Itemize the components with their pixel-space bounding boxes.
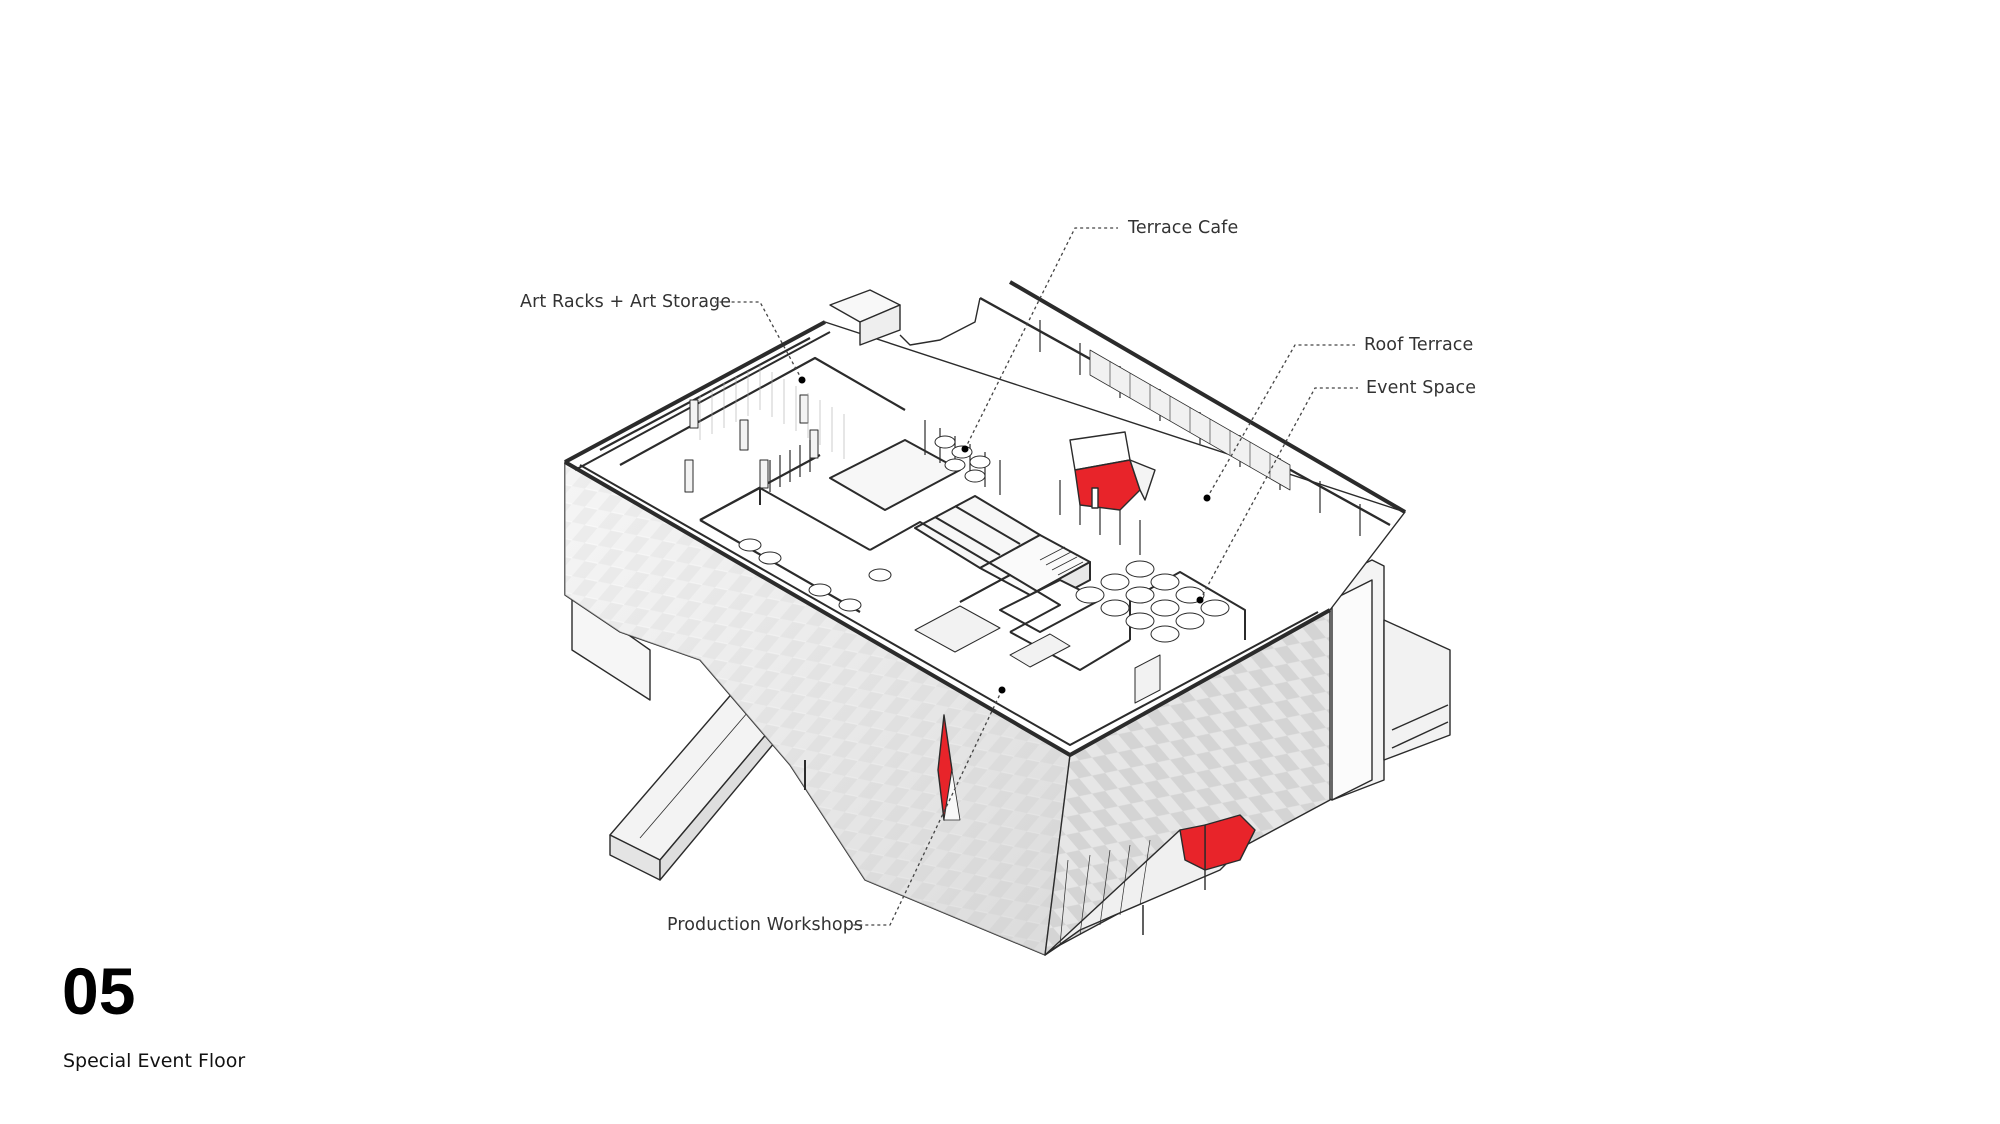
- callout-terrace-cafe: Terrace Cafe: [1128, 218, 1239, 238]
- building-axonometric: [563, 280, 1451, 956]
- callout-roof-terrace: Roof Terrace: [1364, 335, 1474, 355]
- callout-production-workshops: Production Workshops: [667, 915, 864, 935]
- leader-lines: [715, 227, 1358, 926]
- callout-event-space: Event Space: [1366, 378, 1477, 398]
- red-entrance-canopy: [1179, 814, 1256, 890]
- floor-name: Special Event Floor: [63, 1050, 246, 1072]
- red-sculpture-roof: [1069, 431, 1156, 511]
- production-workshop-zone: [699, 487, 1246, 671]
- floor-number: 05: [62, 954, 136, 1028]
- bridge: [609, 689, 786, 881]
- callout-art-racks-storage: Art Racks + Art Storage: [520, 292, 732, 312]
- central-core: [829, 439, 1101, 633]
